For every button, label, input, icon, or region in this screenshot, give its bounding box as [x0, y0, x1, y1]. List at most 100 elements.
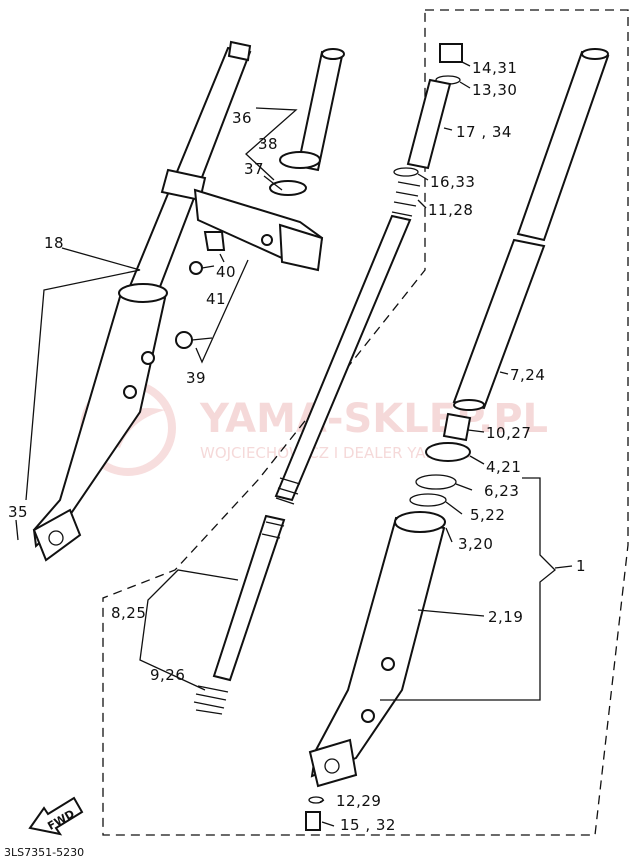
label-37: 37: [244, 160, 264, 178]
bolt-41-icon: [189, 261, 203, 275]
label-3-20: 3,20: [458, 535, 493, 553]
label-2-19: 2,19: [488, 608, 523, 626]
label-5-22: 5,22: [470, 506, 505, 524]
leader-40: [219, 253, 225, 263]
label-12-29: 12,29: [336, 792, 381, 810]
leader-18: [25, 247, 141, 501]
leader-1: [554, 565, 573, 569]
bolt-39-head: [175, 331, 193, 349]
leader-7: [499, 371, 509, 375]
fork-seal-ring: [118, 283, 168, 303]
inner-tube-top: [581, 48, 609, 60]
bracket-bolt: [261, 234, 273, 246]
label-10-27: 10,27: [486, 424, 531, 442]
leader-3: [445, 527, 453, 543]
leader-37: [263, 175, 283, 191]
label-39: 39: [186, 369, 206, 387]
label-41: 41: [206, 290, 226, 308]
part-labels: 14,31 13,30 17 , 34 16,33 11,28 7,24 10,…: [8, 59, 586, 834]
label-17-34: 17 , 34: [456, 123, 512, 141]
inner-tube-upper: [516, 50, 610, 242]
caliper-boss-lower: [361, 709, 375, 723]
bolt-39-shank: [191, 337, 213, 341]
leader-2: [417, 609, 485, 617]
label-15-32: 15 , 32: [340, 816, 396, 834]
fork-boss-lower: [123, 385, 137, 399]
retaining-clip: [415, 474, 457, 490]
stem-top: [321, 48, 345, 60]
label-35: 35: [8, 503, 28, 521]
fork-spring-lower-coils: [275, 477, 301, 505]
caliper-boss-upper: [381, 657, 395, 671]
label-14-31: 14,31: [472, 59, 517, 77]
leader-4: [469, 455, 485, 465]
stem-bearing-lower: [269, 180, 307, 196]
fwd-badge: FWD: [28, 796, 84, 836]
label-16-33: 16,33: [430, 173, 475, 191]
fork-cap: [227, 40, 252, 62]
fork-spring-body: [274, 214, 412, 502]
label-7-24: 7,24: [510, 366, 545, 384]
label-18: 18: [44, 234, 64, 252]
cap-nut: [439, 43, 463, 63]
fork-axle-end: [32, 508, 82, 562]
leader-13: [459, 81, 471, 89]
bracket-8-9: [139, 569, 239, 691]
leader-6: [455, 483, 473, 491]
fork-inner-tube: [128, 46, 252, 294]
bracket-1: [380, 477, 556, 701]
leader-10: [467, 429, 485, 433]
leader-11: [417, 199, 427, 209]
label-38: 38: [258, 135, 278, 153]
outer-tube: [310, 516, 446, 778]
label-40: 40: [216, 263, 236, 281]
spacer-tube: [406, 78, 452, 170]
fwd-arrow-icon: [28, 796, 84, 836]
outer-tube-axle-end: [308, 738, 358, 788]
label-13-30: 13,30: [472, 81, 517, 99]
inner-tube: [452, 238, 546, 410]
seal-washer: [409, 493, 447, 507]
label-9-26: 9,26: [150, 666, 185, 684]
label-11-28: 11,28: [428, 201, 473, 219]
leader-35: [15, 519, 19, 541]
leader-39: [195, 259, 249, 364]
damper-rod: [212, 514, 286, 682]
outer-tube-mouth: [394, 511, 446, 533]
leader-16: [417, 173, 429, 181]
leader-17: [443, 127, 453, 131]
bracket-36-38: [245, 107, 298, 181]
spring-seat: [393, 167, 419, 177]
fork-boss-upper: [141, 351, 155, 365]
diagram-code: 3LS7351-5230: [4, 846, 84, 859]
label-4-21: 4,21: [486, 458, 521, 476]
steering-stem: [175, 48, 345, 349]
slide-bush: [442, 412, 472, 442]
inner-components: [193, 43, 463, 715]
rebound-spring: [193, 685, 229, 715]
leader-15: [321, 821, 335, 827]
label-8-25: 8,25: [111, 604, 146, 622]
label-1: 1: [576, 557, 586, 575]
watermark-owner: WOJCIECHOWICZ I DEALER YAMAHA: [200, 444, 471, 462]
stem-bearing-upper: [279, 151, 321, 169]
stem-clamp: [278, 223, 324, 272]
leader-12: [319, 799, 325, 803]
label-6-23: 6,23: [484, 482, 519, 500]
damper-rod-ring: [261, 521, 285, 539]
drain-bolt: [305, 811, 321, 831]
leader-14: [461, 61, 471, 67]
fork-axle-hole: [48, 530, 64, 546]
fork-spring: [391, 181, 421, 217]
inner-tube-lower-end: [453, 399, 485, 411]
outer-tube-axle-hole: [324, 758, 340, 774]
fork-tubes: [305, 48, 610, 831]
watermark: YAMA-SKLEP.PL WOJCIECHOWICZ I DEALER YAM…: [80, 380, 548, 476]
label-36: 36: [232, 109, 252, 127]
leader-5: [445, 501, 463, 515]
bolt-41-shank: [201, 265, 215, 269]
oil-seal: [425, 442, 471, 462]
cable-holder: [203, 231, 226, 251]
watermark-brand: YAMA-SKLEP.PL: [199, 396, 548, 442]
